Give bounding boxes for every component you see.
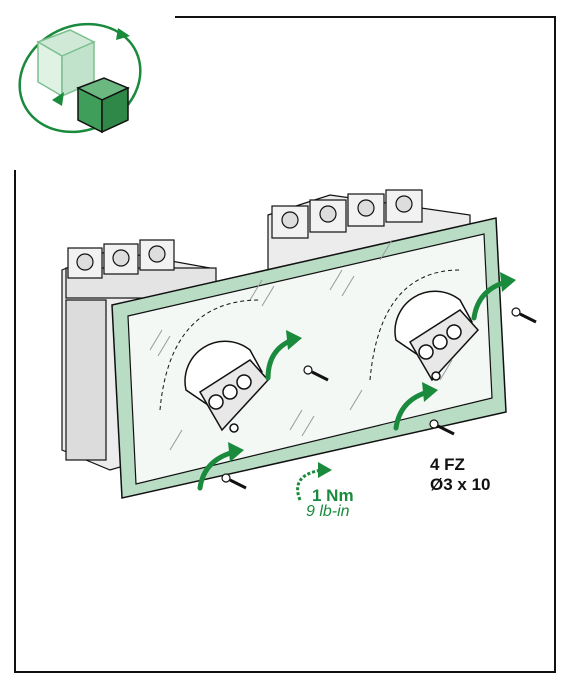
rotary-handle-right	[394, 290, 480, 382]
rotary-handle-left	[184, 340, 270, 433]
screw-3	[221, 473, 247, 490]
screw-4	[429, 419, 455, 436]
screw-spec-label: 4 FZ Ø3 x 10	[430, 455, 491, 495]
screw-2	[511, 307, 537, 324]
screw-size: Ø3 x 10	[430, 475, 491, 494]
torque-value: 1 Nm	[312, 486, 354, 505]
torque-imperial: 9 lb-in	[306, 503, 350, 520]
screw-icon	[221, 307, 537, 490]
arrowheads	[228, 272, 516, 462]
rotate-view-icon	[18, 22, 142, 134]
page-frame	[14, 16, 556, 673]
screw-count: 4 FZ	[430, 455, 465, 474]
torque-arrow-icon	[296, 462, 332, 501]
guide-arcs	[159, 269, 461, 411]
terminal-block-left	[67, 239, 175, 279]
screw-1	[303, 365, 329, 382]
terminal-block-right	[271, 189, 423, 239]
